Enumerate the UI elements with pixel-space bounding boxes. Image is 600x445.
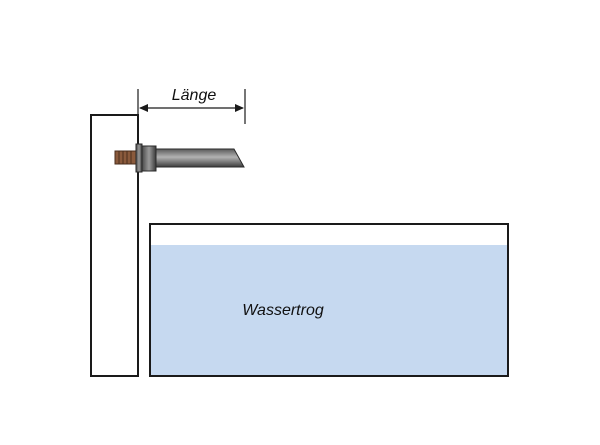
length-label: Länge	[172, 87, 217, 104]
trough-outline	[149, 223, 509, 377]
pipe-nut	[141, 145, 157, 172]
pipe-body	[155, 148, 245, 168]
length-dimension: Länge	[137, 87, 246, 124]
water-trough	[149, 223, 509, 377]
outlet-pipe	[114, 143, 245, 173]
pipe-thread	[114, 150, 137, 165]
trough-label: Wassertrog	[242, 302, 324, 319]
water-fill	[151, 245, 507, 376]
dimension-arrow-right	[235, 104, 244, 112]
dimension-arrow-left	[139, 104, 148, 112]
pipe-flange	[135, 143, 143, 173]
